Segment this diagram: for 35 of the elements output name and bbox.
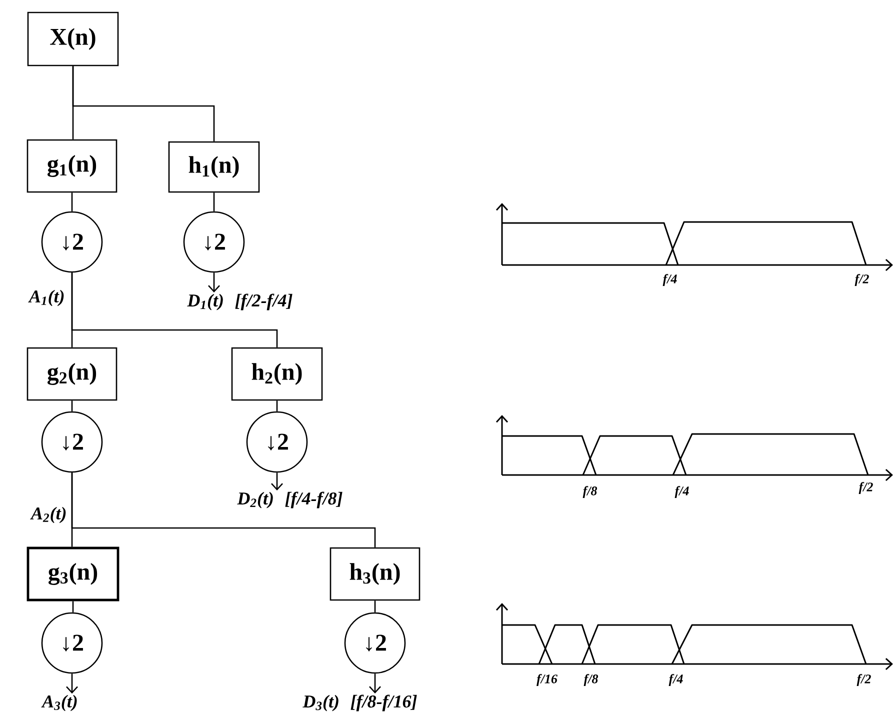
filter-box: g$_{1}$(n) (26, 139, 118, 193)
signal-label: D$_{3}$(t) [f/8-f/16] (302, 694, 417, 712)
connector-line (213, 192, 215, 212)
signal-label: A$_{3}$(t) (41, 694, 77, 712)
tick-label: f/8 (582, 486, 598, 498)
filter-box: g$_{3}$(n) (26, 546, 120, 602)
filter-box: g$_{2}$(n) (26, 347, 118, 401)
connector-line (71, 400, 73, 412)
arrow (66, 674, 78, 694)
signal-label: D$_{1}$(t) [f/2-f/4] (187, 294, 292, 310)
connector-line (72, 66, 215, 142)
tick-label: f/2 (858, 482, 873, 494)
filter-box: X(n) (27, 12, 119, 66)
tick-label: f/16 (536, 674, 558, 686)
tick-label: f/4 (668, 674, 683, 686)
filter-box: h$_{2}$(n) (231, 347, 323, 401)
tick-label: f/4 (662, 274, 677, 286)
connector-line (72, 601, 74, 612)
connector-line (71, 272, 278, 348)
filter-box: h$_{3}$(n) (330, 547, 420, 601)
arrow (271, 472, 283, 491)
edge-label: A$_{1}$(t) (28, 290, 64, 306)
connector-line (71, 192, 73, 212)
edge-label: A$_{2}$(t) (30, 506, 66, 524)
tick-label: f/2 (854, 274, 869, 286)
arrow (208, 272, 220, 293)
arrow (369, 674, 381, 694)
signal-label: D$_{2}$(t) [f/4-f/8] (237, 492, 342, 508)
tick-label: f/8 (584, 674, 598, 686)
tick-label: f/2 (856, 674, 871, 686)
tick-label: f/4 (674, 486, 689, 498)
filter-box: h$_{1}$(n) (168, 141, 260, 193)
connector-line (276, 400, 278, 412)
connector-line (71, 472, 376, 548)
connector-line (374, 600, 376, 612)
